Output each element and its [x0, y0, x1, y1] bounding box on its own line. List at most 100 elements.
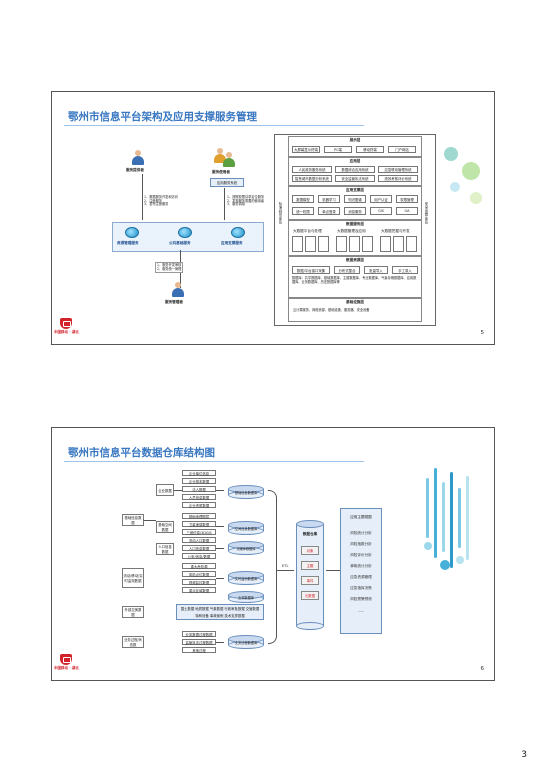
architecture-frame	[274, 134, 436, 326]
slide-architecture: 鄂州市信息平台架构及应用支撑服务管理 服务提供者 服务使用者 应用服务系统 1、…	[51, 91, 495, 345]
layer-item: 知识图谱	[344, 195, 366, 203]
company-logo: 中国移动 · 湖北	[54, 318, 79, 338]
module-box	[349, 236, 360, 252]
warehouse-item: 主题	[301, 561, 319, 570]
services-panel: 资源管理服务 公共基础服务 应用支撑服务	[112, 222, 264, 252]
layer-stack: 展示层 大屏幕显示终端 PC端 移动终端 门户网站 应用层 人民政务服务系统 数…	[288, 136, 422, 322]
source-item: 企业资质数据	[182, 502, 216, 508]
decor-bubble	[462, 162, 480, 180]
app-theme-panel: 应用主题视图 风险统计分析 风险指数分析 风险评价分析 事故统计分析 应急资源管…	[340, 508, 382, 634]
data-resource-layer: 数据资源层 数据/平台接口采集 分布式整合 批量导入 手工录入 数据库：共享数据…	[288, 256, 422, 298]
public-service-icon	[178, 227, 192, 238]
layer-item: 门户网站	[388, 146, 416, 153]
source-item: 重点区域数据	[182, 587, 216, 593]
connector	[216, 548, 224, 549]
provider-line	[142, 174, 143, 220]
page-number: 3	[521, 750, 527, 760]
external-item: 特种设备	[195, 613, 209, 618]
db-cylinder	[228, 521, 264, 535]
layer-item: 消息服务	[344, 207, 366, 215]
source-subgroup: 基础空间数据	[156, 521, 174, 533]
service-label: 公共基础服务	[169, 241, 191, 245]
manager-person-icon	[170, 282, 186, 298]
support-layer: 应用支撑层 数据模型 机器学习 知识图谱 用户认证 权限管理 统一权限 单点登录…	[288, 186, 422, 220]
decor-bubble	[444, 147, 458, 161]
source-item: 公安/信息/数据	[182, 553, 216, 559]
slide-data-warehouse: 鄂州市信息平台数据仓库结构图 基础信息数据 企业数据 基础空间数据 人口信息数据…	[51, 427, 495, 681]
consumer-notes: 1、按照权限请求定位服务 2、发现服务需要的使用者 3、服务调用	[227, 195, 265, 207]
db-label: 基础信息数据库	[234, 491, 258, 495]
source-item: 人口信息数据	[182, 545, 216, 551]
db-label: 空间信息数据库	[234, 527, 258, 531]
provider-note: 2、注册服务	[144, 198, 162, 203]
data-layer-note: 数据库：共享数据库、基础数据库、主题数据库、专业数据库、气象存储数据库、应用数据…	[292, 276, 417, 284]
warehouse-item: 事件	[301, 576, 319, 585]
warehouse-item: 对象	[301, 546, 319, 555]
decor-bubble	[470, 192, 482, 204]
external-item: 技术支撑数据	[224, 613, 245, 618]
external-item: 地质数据	[195, 607, 209, 612]
layer-title: 应用层	[349, 159, 361, 163]
company-logo: 中国移动 · 湖北	[54, 654, 79, 674]
layer-item: 数据模型	[292, 195, 314, 203]
decor-bars	[422, 468, 482, 608]
app-theme-item: 应急指挥决策	[350, 586, 372, 590]
resource-service-icon	[125, 227, 139, 238]
db-cylinder	[228, 541, 264, 555]
module-box	[305, 236, 316, 252]
source-item: 人员信息数据	[182, 494, 216, 500]
apps-arrow	[326, 570, 340, 571]
app-theme-item: 风险统计分析	[350, 531, 372, 535]
source-item: 三维仿真/3DGIS	[182, 529, 216, 535]
layer-item: 大数据挖掘与开发	[381, 229, 410, 233]
external-item: 气象数据	[209, 607, 224, 612]
source-group: 业务过程/状态数	[122, 636, 144, 648]
service-label: 资源管理服务	[117, 241, 139, 245]
source-item: 企业单位信息	[182, 470, 216, 476]
consumer-line	[224, 188, 225, 220]
app-theme-item: 风险评价分析	[350, 553, 372, 557]
infrastructure-layer: 基础设施层 云计算服务、网络资源、基础设施、服务器、安全设备	[288, 298, 422, 322]
external-item: 事故案例	[209, 613, 224, 618]
service-label: 应用支撑服务	[221, 241, 243, 245]
provider-note: 3、发布注册服务	[144, 202, 169, 207]
app-service-system: 应用服务系统	[210, 178, 244, 187]
layer-item: OA	[396, 207, 418, 215]
layer-item: 统一权限	[292, 207, 314, 215]
app-theme-item: ......	[357, 609, 365, 613]
layer-item: 人民政务服务系统	[292, 166, 332, 173]
layer-item: 绩效考核评价系统	[378, 175, 418, 182]
layer-item: 单点登录	[318, 207, 340, 215]
layer-item: 数据/平台接口采集	[292, 266, 330, 274]
provider-label: 服务提供者	[126, 168, 144, 172]
source-item: 卫星遥感数据	[182, 521, 216, 527]
consumer-group-icon	[212, 148, 228, 164]
app-theme-item: 风险指数分析	[350, 542, 372, 546]
consumer-label: 服务使用者	[212, 170, 230, 174]
layer-item: 智慧城市数据分析系统	[292, 175, 332, 182]
provider-person-icon	[130, 150, 146, 166]
layer-item: 分布式整合	[334, 266, 360, 274]
layer-item: GIS	[370, 207, 392, 215]
connector	[216, 578, 224, 579]
db-cylinder	[228, 571, 264, 585]
source-item: 法人数据	[182, 486, 216, 492]
db-label: 业务过程数据库	[234, 641, 258, 645]
manager-label: 服务管理者	[165, 300, 183, 304]
source-item: 流动人口数据	[182, 537, 216, 543]
etl-arrow	[276, 570, 294, 571]
layer-item: 安全监管执法系统	[335, 175, 375, 182]
etl-bracket	[268, 490, 277, 644]
app-theme-item: 事故统计分析	[350, 564, 372, 568]
layer-item: 用户认证	[370, 195, 392, 203]
module-box	[362, 236, 373, 252]
slide-number: 6	[480, 666, 485, 672]
app-theme-title: 应用主题视图	[350, 515, 372, 519]
layer-item: 大数据管理及应用	[337, 229, 366, 233]
layer-item: 应急联动管理系统	[378, 166, 418, 173]
title-underline	[64, 461, 364, 462]
consumer-note: 1、按照权限请求定位服务	[227, 195, 265, 199]
etl-label: ETL	[282, 564, 289, 568]
logo-text: 中国移动 · 湖北	[54, 330, 79, 334]
standards-label: 标准规范体系	[278, 202, 282, 225]
